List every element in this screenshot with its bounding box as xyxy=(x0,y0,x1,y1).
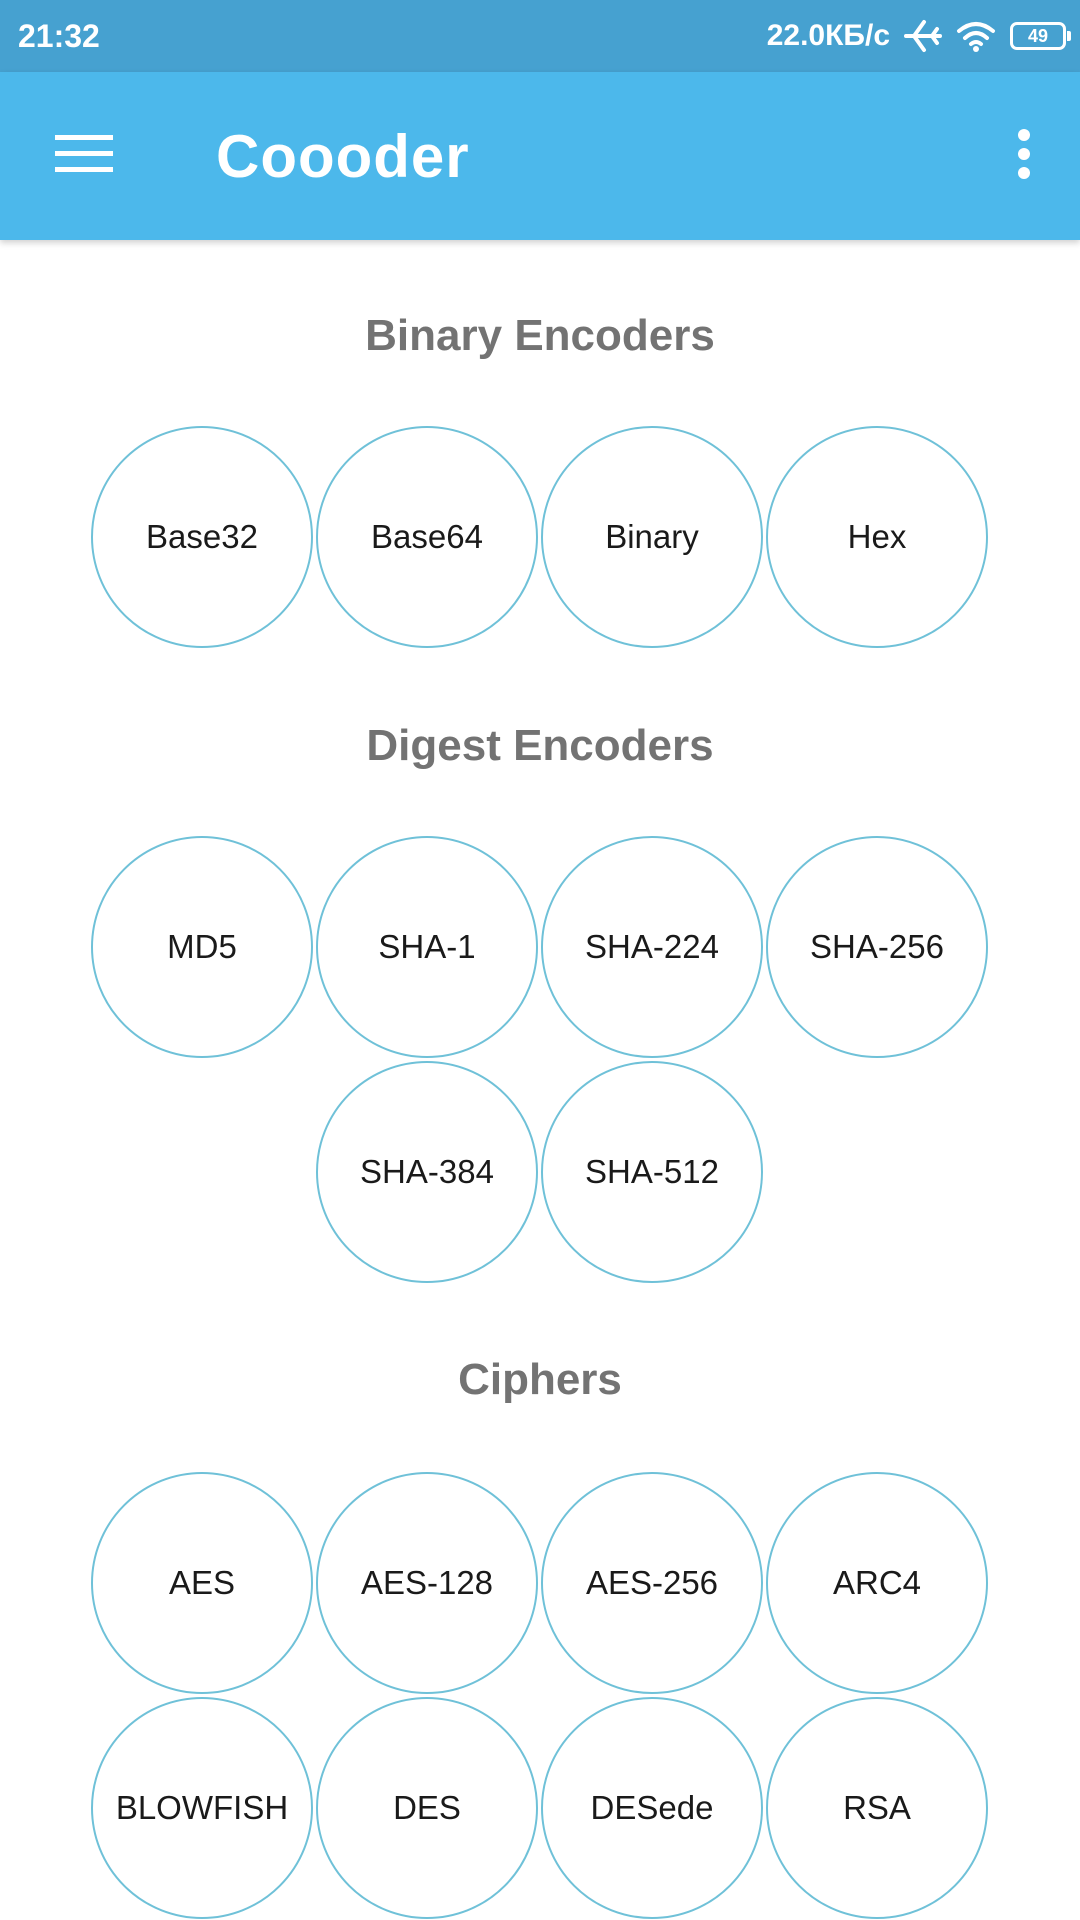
airplane-mode-icon xyxy=(904,19,942,53)
overflow-menu-button[interactable] xyxy=(988,116,1060,196)
encoder-button-sha-1[interactable]: SHA-1 xyxy=(316,836,538,1058)
battery-level: 49 xyxy=(1027,26,1049,46)
encoder-button-sha-384[interactable]: SHA-384 xyxy=(316,1061,538,1283)
cipher-button-arc4[interactable]: ARC4 xyxy=(766,1472,988,1694)
app-bar: Coooder xyxy=(0,72,1080,240)
cipher-button-desede[interactable]: DESede xyxy=(541,1697,763,1919)
encoder-button-sha-256[interactable]: SHA-256 xyxy=(766,836,988,1058)
app-title: Coooder xyxy=(216,123,470,190)
encoder-button-md5[interactable]: MD5 xyxy=(91,836,313,1058)
cipher-button-rsa[interactable]: RSA xyxy=(766,1697,988,1919)
encoder-button-sha-224[interactable]: SHA-224 xyxy=(541,836,763,1058)
network-speed: 22.0КБ/с xyxy=(766,19,890,52)
section-title-binary-encoders: Binary Encoders xyxy=(365,311,715,360)
more-vertical-icon xyxy=(1016,128,1032,185)
encoder-button-hex[interactable]: Hex xyxy=(766,426,988,648)
wifi-icon xyxy=(956,19,996,53)
status-bar: 21:32 22.0КБ/с 49 xyxy=(0,0,1080,72)
cipher-button-des[interactable]: DES xyxy=(316,1697,538,1919)
section-title-digest-encoders: Digest Encoders xyxy=(366,721,714,770)
encoder-button-base32[interactable]: Base32 xyxy=(91,426,313,648)
status-time: 21:32 xyxy=(18,18,100,54)
menu-button[interactable] xyxy=(40,116,128,196)
status-icons: 22.0КБ/с 49 xyxy=(766,16,1071,56)
cipher-button-aes-128[interactable]: AES-128 xyxy=(316,1472,538,1694)
hamburger-menu-icon xyxy=(55,133,113,180)
section-title-ciphers: Ciphers xyxy=(458,1355,622,1404)
battery-icon: 49 xyxy=(1010,22,1071,50)
cipher-button-aes-256[interactable]: AES-256 xyxy=(541,1472,763,1694)
cipher-button-aes[interactable]: AES xyxy=(91,1472,313,1694)
encoder-button-sha-512[interactable]: SHA-512 xyxy=(541,1061,763,1283)
encoder-button-binary[interactable]: Binary xyxy=(541,426,763,648)
encoder-button-base64[interactable]: Base64 xyxy=(316,426,538,648)
cipher-button-blowfish[interactable]: BLOWFISH xyxy=(91,1697,313,1919)
